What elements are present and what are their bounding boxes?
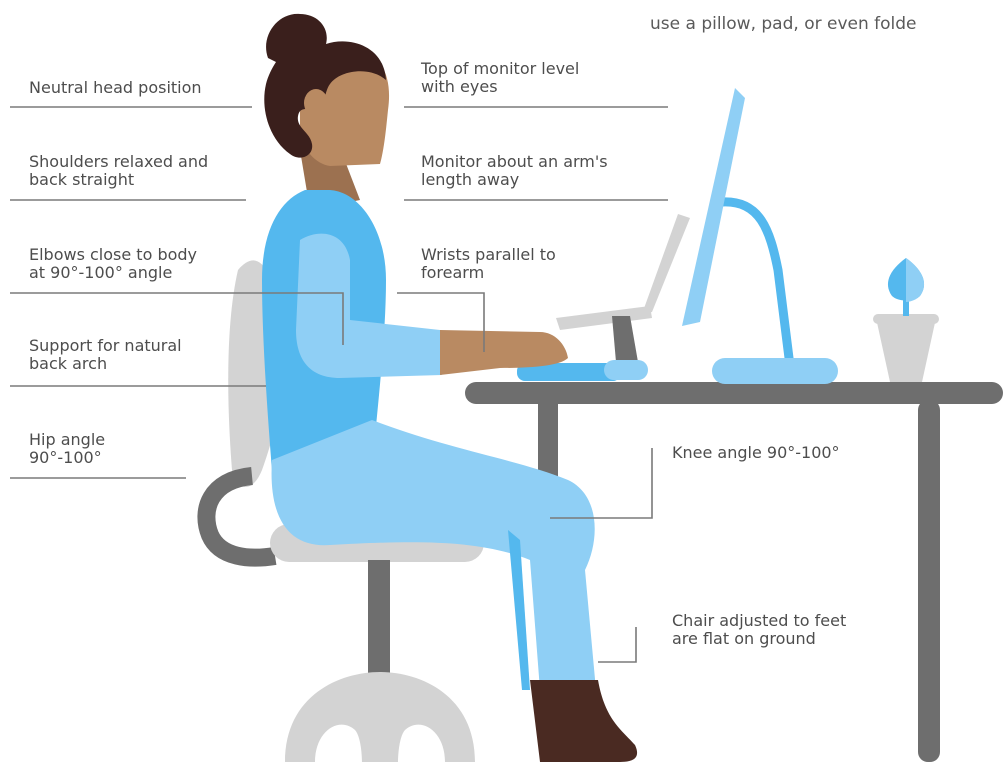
monitor-icon (682, 88, 838, 384)
label-knee-angle: Knee angle 90°-100° (672, 443, 840, 462)
caption-cutoff: use a pillow, pad, or even folde (650, 14, 917, 34)
label-wrists: Wrists parallel to forearm (421, 245, 556, 282)
person-figure (262, 13, 638, 762)
mouse-icon (604, 360, 648, 380)
label-chair-feet: Chair adjusted to feet are flat on groun… (672, 611, 847, 648)
label-elbows: Elbows close to body at 90°-100° angle (29, 245, 198, 282)
keyboard-icon (517, 363, 621, 381)
label-monitor-distance: Monitor about an arm's length away (421, 152, 608, 189)
laptop-icon (556, 214, 690, 362)
desk (465, 382, 1003, 762)
plant-pot-icon (873, 258, 939, 382)
label-hip-angle: Hip angle 90°-100° (29, 430, 106, 467)
leader-lines (10, 106, 668, 663)
label-shoulders: Shoulders relaxed and back straight (29, 152, 209, 189)
label-monitor-top: Top of monitor level with eyes (421, 59, 580, 96)
label-back-support: Support for natural back arch (29, 336, 182, 373)
label-neutral-head: Neutral head position (29, 78, 202, 97)
